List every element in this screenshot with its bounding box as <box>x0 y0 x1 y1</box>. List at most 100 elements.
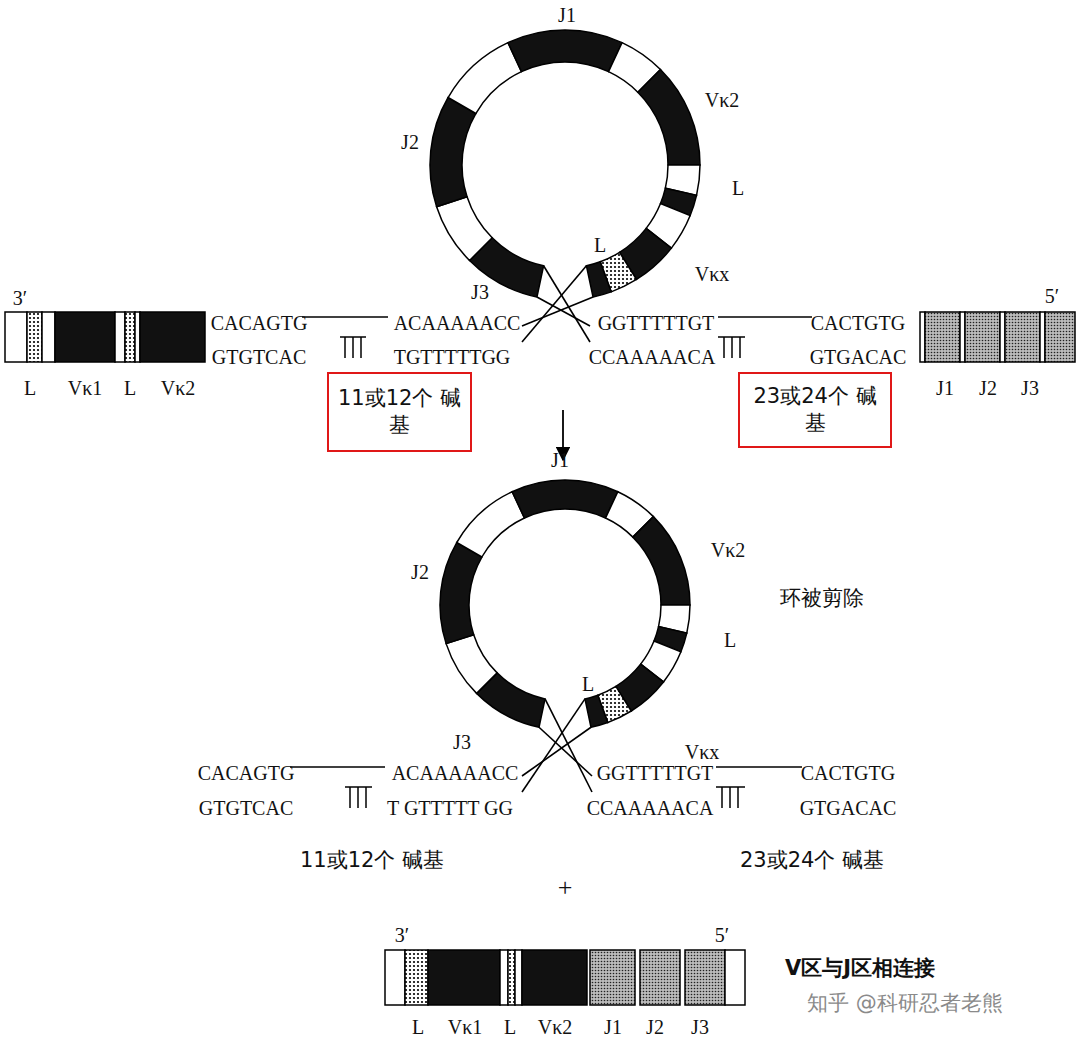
gene-segment <box>405 950 428 1005</box>
node-text: 11或12个 碱基 <box>334 385 465 440</box>
ring-segment <box>437 197 493 261</box>
gene-segment <box>428 950 500 1005</box>
segment-label: J2 <box>411 561 429 584</box>
gene-segment <box>5 312 27 362</box>
segment-label: J3 <box>471 281 489 304</box>
sequence-text: GTGACAC <box>810 346 907 369</box>
sequence-text: T GTTTTT GG <box>387 797 513 820</box>
dna-strand <box>545 699 592 792</box>
segment-label: J2 <box>401 131 419 154</box>
segment-label: L <box>504 1016 516 1039</box>
base-pair-tick <box>349 787 351 808</box>
segment-label: J2 <box>979 377 997 400</box>
gene-segment <box>725 950 745 1005</box>
sequence-text: CACAGTG <box>211 312 308 335</box>
segment-label: 3′ <box>13 287 27 310</box>
v-region-bar <box>5 312 205 362</box>
segment-label: L <box>412 1016 424 1039</box>
note-text: 环被剪除 <box>780 586 864 610</box>
segment-label: J3 <box>1021 377 1039 400</box>
sequence-text: GTGACAC <box>800 797 897 820</box>
base-pair-tick <box>721 787 723 808</box>
segment-label: J3 <box>691 1016 709 1039</box>
ring-segment <box>585 695 608 727</box>
gene-segment <box>125 312 135 362</box>
dna-strand <box>544 266 590 342</box>
ring-segment <box>430 98 476 207</box>
segment-label: Vκ2 <box>161 377 196 400</box>
ring-segment <box>440 543 482 644</box>
sequence-text: GGTTTTTGT <box>598 312 715 335</box>
strand-link <box>290 766 385 768</box>
excised-ring <box>430 30 700 297</box>
segment-label: J2 <box>646 1016 664 1039</box>
sequence-text: ACAAAAACC <box>392 762 519 785</box>
sequence-text: CACTGTG <box>801 762 895 785</box>
sequence-text: GGTTTTTGT <box>597 762 714 785</box>
base-pair-tick <box>723 337 725 358</box>
node-text: 23或24个 碱基 <box>745 383 885 438</box>
note-text: V区与J区相连接 <box>785 956 935 980</box>
gene-segment <box>55 312 115 362</box>
joined-vj-bar <box>385 950 745 1005</box>
sequence-text: CACAGTG <box>198 762 295 785</box>
base-count-box: 11或12个 碱基 <box>327 372 472 452</box>
base-pair-tick <box>357 787 359 808</box>
gene-segment <box>515 950 522 1005</box>
segment-label: Vκ1 <box>448 1016 483 1039</box>
segment-label: L <box>724 629 736 652</box>
j-region-bar <box>920 312 1075 362</box>
base-pair-tick <box>731 337 733 358</box>
gene-segment <box>385 950 405 1005</box>
ring-segment <box>586 262 611 297</box>
plus-sign: + <box>558 873 573 903</box>
base-pair-tick <box>365 787 367 808</box>
ring-segment <box>446 635 497 694</box>
segment-label: 5′ <box>715 924 729 947</box>
segment-label: J1 <box>558 4 576 27</box>
base-pair-tick <box>360 337 362 358</box>
ring-segment <box>512 480 618 518</box>
gene-segment <box>115 312 125 362</box>
segment-label: L <box>594 234 606 257</box>
segment-label: Vκx <box>695 263 730 286</box>
gene-segment <box>500 950 508 1005</box>
base-pair-tick <box>344 337 346 358</box>
watermark: 知乎 @科研忍者老熊 <box>807 991 1003 1015</box>
strand-link <box>302 316 388 318</box>
gene-segment <box>590 950 635 1005</box>
ring-segment <box>633 517 690 605</box>
dna-strand <box>522 297 593 326</box>
sequence-text: TGTTTTTGG <box>394 346 511 369</box>
segment-label: Vκ1 <box>68 377 103 400</box>
excised-ring <box>440 480 690 727</box>
dna-strand <box>522 266 586 342</box>
base-pair-tick <box>352 337 354 358</box>
gene-segment <box>140 312 205 362</box>
sequence-text: CCAAAAACA <box>589 346 716 369</box>
sequence-text: ACAAAAACC <box>394 312 521 335</box>
gene-segment <box>42 312 55 362</box>
base-pair-tick <box>729 787 731 808</box>
gene-segment <box>1005 312 1040 362</box>
segment-label: L <box>732 177 744 200</box>
segment-label: J1 <box>936 377 954 400</box>
segment-label: Vκ2 <box>538 1016 573 1039</box>
base-count-box: 23或24个 碱基 <box>738 372 892 448</box>
strand-link <box>718 316 812 318</box>
segment-label: J3 <box>453 731 471 754</box>
segment-label: 3′ <box>395 924 409 947</box>
base-pair-tick <box>739 337 741 358</box>
segment-label: Vκ2 <box>705 89 740 112</box>
gene-segment <box>640 950 680 1005</box>
segment-label: L <box>582 673 594 696</box>
segment-label: Vκ2 <box>711 539 746 562</box>
note-text: 23或24个 碱基 <box>737 848 887 872</box>
gene-segment <box>925 312 960 362</box>
segment-label: J1 <box>604 1016 622 1039</box>
ring-segment <box>448 43 521 114</box>
sequence-text: GTGTCAC <box>199 797 293 820</box>
segment-label: 5′ <box>1045 285 1059 308</box>
strand-link <box>716 766 802 768</box>
